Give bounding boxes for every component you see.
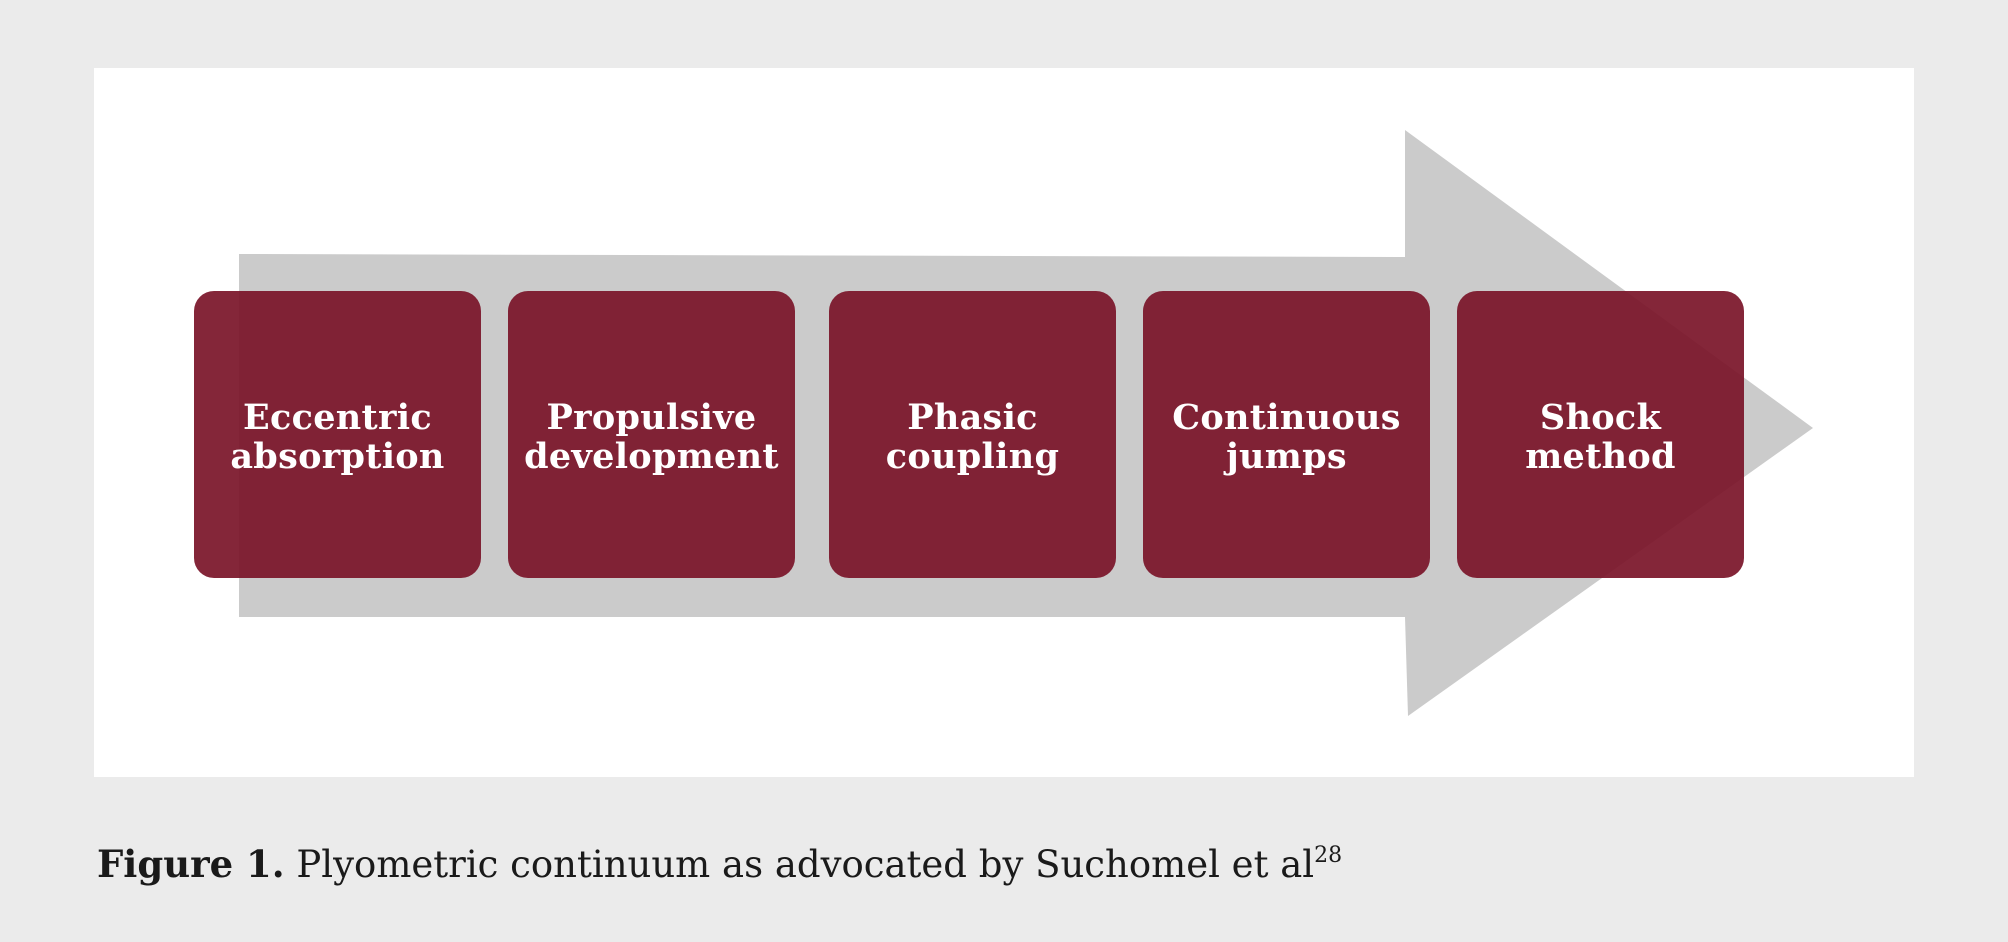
step-box-5: Shock method [1457,291,1744,578]
step-label: Phasic coupling [885,396,1060,477]
step-box-4: Continuous jumps [1143,291,1430,578]
step-box-2: Propulsive development [508,291,795,578]
step-label: Eccentric absorption [230,396,445,477]
step-label: Shock method [1525,396,1676,477]
step-box-1: Eccentric absorption [194,291,481,578]
figure-number: Figure 1. [97,842,285,886]
step-label: Propulsive development [524,396,779,477]
caption-text: Plyometric continuum as advocated by Suc… [296,843,1315,886]
step-label: Continuous jumps [1172,396,1401,477]
step-box-3: Phasic coupling [829,291,1116,578]
figure-caption: Figure 1. Plyometric continuum as advoca… [97,842,1342,886]
citation-reference: 28 [1314,843,1343,868]
